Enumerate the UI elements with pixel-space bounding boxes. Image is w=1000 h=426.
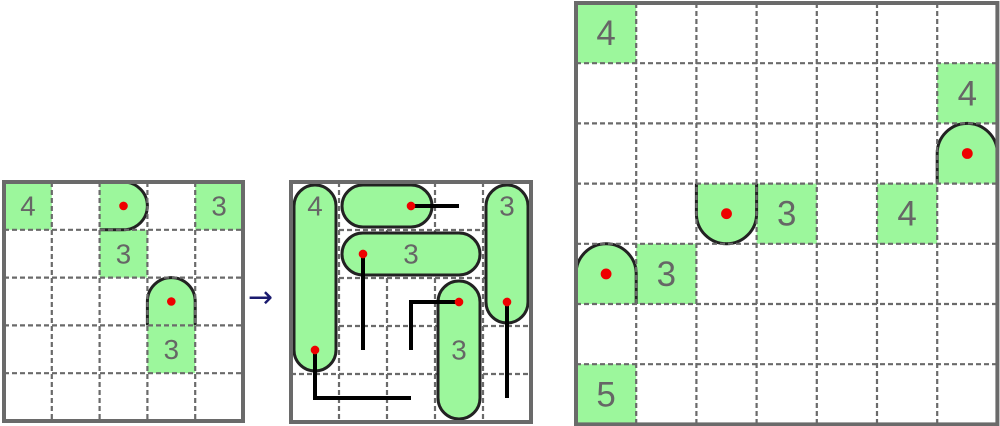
connector-line [409,300,459,350]
shaded-cell [576,3,637,64]
clue-number: 3 [403,239,418,270]
main-puzzle: 4 4 3 4 3 5 [574,1,1000,426]
grid-border [289,180,533,424]
domino-pill [436,279,482,421]
red-dot [502,297,512,307]
clue-number: 4 [307,191,322,222]
clue-number: 3 [451,335,466,366]
connector-line [313,350,411,400]
red-dot [310,345,320,355]
shaded-cell [99,229,148,278]
clue-number: 5 [596,375,615,414]
shaded-cell [195,182,243,230]
red-dot [721,208,732,220]
clue-number: 4 [897,195,916,234]
clue-number: 3 [657,255,676,294]
example-solution: 4 3 3 3 [289,180,533,424]
red-dot [406,201,416,211]
clue-number: 3 [777,195,796,234]
red-dot [358,249,368,259]
shaded-cell [636,243,697,304]
dome-outline [694,183,759,246]
red-dot [454,297,464,307]
shaded-cell [756,183,817,244]
clue-number: 3 [116,238,131,269]
clue-number: 4 [596,14,615,53]
red-dot [166,297,176,306]
clue-number: 3 [164,334,179,365]
domino-pill [340,231,482,277]
grid-border [2,180,245,423]
dome-outline [145,276,197,326]
grid-border [574,1,1000,426]
red-dot [600,268,612,280]
shaded-cell [877,183,938,244]
shaded-cell [147,325,196,374]
clue-number: 3 [211,190,226,221]
shaded-cell [4,182,52,230]
clue-number: 3 [499,191,514,222]
clue-number: 4 [20,190,35,221]
red-dot [119,201,128,211]
example-puzzle: 4 3 3 3 [2,180,245,423]
shaded-cell [576,364,637,425]
arrow-right-icon: → [248,280,274,315]
red-dot [961,148,973,159]
shaded-cell [937,63,998,124]
clue-number: 4 [958,74,977,113]
